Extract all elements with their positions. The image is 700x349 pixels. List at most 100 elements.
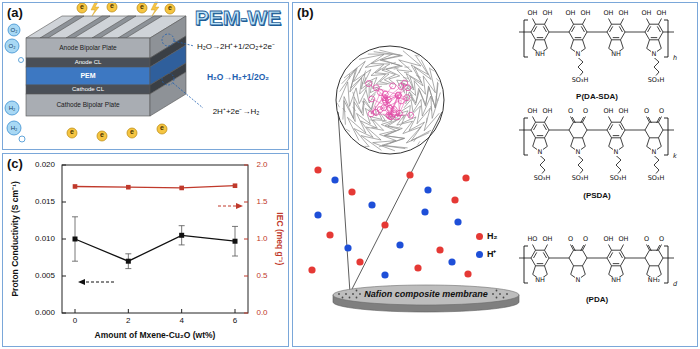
atom-label: NH₂ <box>647 277 660 284</box>
pink-bond <box>397 98 407 117</box>
atom-label: OH <box>542 108 553 115</box>
atom-label: O <box>582 108 588 115</box>
atom-label: OH <box>603 236 614 243</box>
atom-label: N <box>537 149 543 156</box>
legend-text: H⁺ <box>487 249 497 259</box>
chemical-bond <box>534 252 537 258</box>
repeat-bracket <box>664 246 668 283</box>
arrow-head <box>78 279 85 285</box>
repeat-bracket <box>524 20 528 57</box>
tick-mark <box>62 165 66 166</box>
pink-bond <box>384 98 389 109</box>
atom-label: OH <box>641 10 652 17</box>
side-chain <box>436 68 440 71</box>
pink-bond <box>369 84 381 93</box>
atom-label: OH <box>603 108 614 115</box>
polymer-name: (PDA) <box>586 295 608 304</box>
panel-tag: (a) <box>7 5 23 20</box>
side-chain <box>376 43 380 46</box>
reaction-equation: H₂O→H₂+1/2O₂ <box>207 73 269 83</box>
arrow-head <box>236 203 243 209</box>
membrane-pore <box>356 297 358 299</box>
atom-label: N <box>651 51 657 58</box>
benzene-ring <box>531 122 549 138</box>
membrane-pore <box>492 293 494 295</box>
atom-label: OH <box>542 10 553 17</box>
chemical-bond <box>575 37 581 38</box>
proton-particle <box>396 241 403 248</box>
chemical-bond <box>621 245 624 251</box>
gas-bubbles <box>5 24 25 142</box>
atom-label: OH <box>527 10 538 17</box>
data-marker <box>73 184 78 189</box>
h2-particle <box>436 246 443 253</box>
proton-particle <box>381 271 388 278</box>
atom-label: O <box>658 108 664 115</box>
chemical-bond <box>549 258 569 259</box>
electron-label: e <box>100 131 104 139</box>
panel-tag: (b) <box>297 5 314 20</box>
polymer-chain <box>361 112 385 150</box>
tick-mark <box>62 276 66 277</box>
tick-mark <box>235 309 236 313</box>
reaction-callouts <box>162 34 203 108</box>
electron-label: e <box>160 124 164 132</box>
tick-label: 2 <box>126 316 130 325</box>
benzene-ring <box>607 250 625 266</box>
chemical-bond <box>581 117 584 123</box>
h2-particle <box>381 221 388 228</box>
electron-label: e <box>80 3 84 11</box>
chemical-bond <box>543 26 546 32</box>
chemical-bond <box>572 26 575 32</box>
chemical-bond <box>571 19 574 25</box>
chemical-bond <box>533 19 536 25</box>
atom-label: OH <box>618 10 629 17</box>
chemical-bond <box>587 258 607 259</box>
sulfonic-group: SO₃H <box>571 77 589 84</box>
chart <box>62 165 248 313</box>
side-chain <box>415 55 420 57</box>
error-bar <box>72 261 78 262</box>
h2-particle <box>326 231 333 238</box>
legend-swatch <box>476 251 483 258</box>
proton-particle <box>454 218 461 225</box>
alkyl-chain <box>578 58 583 76</box>
proton-particle <box>344 244 351 251</box>
layer-label: Anode CL <box>75 59 102 66</box>
chemical-bond <box>625 32 645 33</box>
atom-label: O <box>658 236 664 243</box>
benzene-ring <box>645 122 663 138</box>
atom-label: NH <box>535 277 546 284</box>
chemical-bond <box>549 32 569 33</box>
h2-particle <box>406 171 413 178</box>
tick-mark <box>244 239 248 240</box>
membrane-pore <box>506 293 508 295</box>
h2-particle <box>314 166 321 173</box>
error-bar <box>179 225 185 226</box>
tick-mark <box>244 276 248 277</box>
chemical-bond <box>572 245 575 251</box>
pink-bond <box>398 88 407 95</box>
data-marker <box>126 185 131 190</box>
tick-mark <box>181 309 182 313</box>
polymer-chain <box>342 68 380 93</box>
alkyl-chain <box>654 156 659 174</box>
bubble-label: O₂ <box>11 27 18 34</box>
tick-label: 1.5 <box>256 197 267 206</box>
chemical-bond <box>583 19 586 25</box>
chemical-bond <box>537 263 543 264</box>
particles <box>308 166 471 278</box>
error-bar <box>72 216 78 217</box>
error-bar <box>179 244 185 245</box>
axis-arrow <box>84 282 114 283</box>
chemical-bond <box>519 32 531 33</box>
membrane-disk: Nafion composite membrane <box>331 283 521 313</box>
atom-label: NH <box>611 277 622 284</box>
membrane-surface <box>333 285 519 305</box>
layer-label: Anode Bipolar Plate <box>59 44 116 51</box>
chemical-bond <box>545 19 548 25</box>
membrane-pore <box>359 293 361 295</box>
panel-frame: (c) <box>2 153 289 347</box>
chemical-bond <box>543 124 546 130</box>
bubble-label: O₂ <box>9 43 16 50</box>
